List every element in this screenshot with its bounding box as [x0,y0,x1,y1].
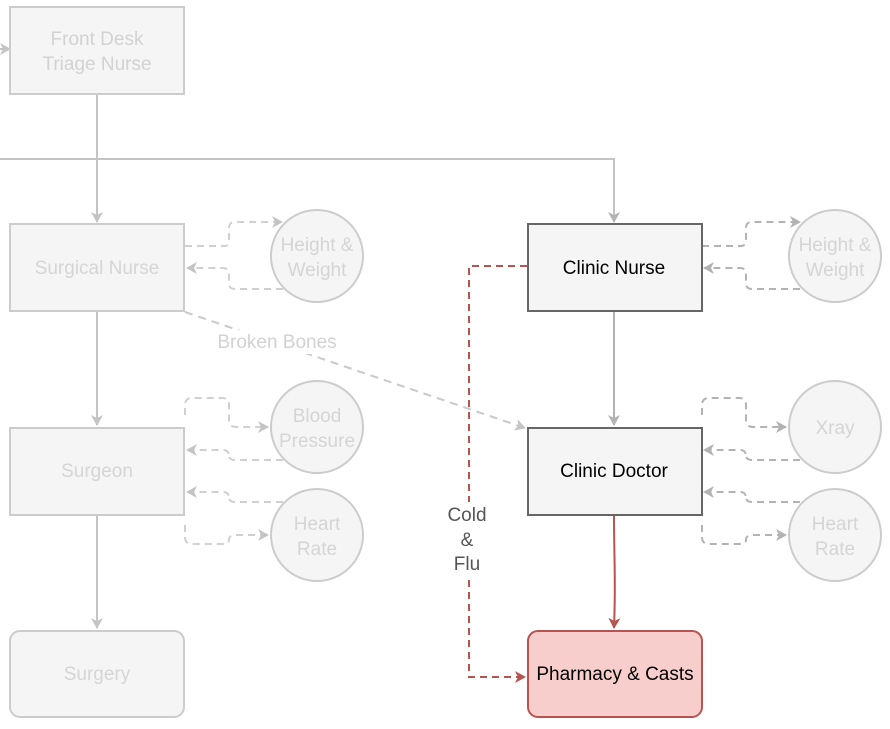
edge-height-weight-to-surgical-nurse [186,262,283,290]
node-surgeon-heart-rate[interactable]: Heart Rate [270,488,364,582]
node-label: Surgeon [61,461,133,482]
cold-flu-label-line: Flu [454,554,480,575]
cold-flu-label-bg [444,502,492,576]
node-label: Triage Nurse [42,54,151,75]
node-clinic-nurse[interactable]: Clinic Nurse [527,223,703,312]
node-surgical-height-weight[interactable]: Height & Weight [270,209,364,303]
node-clinic-height-weight[interactable]: Height & Weight [788,209,882,303]
node-label: Blood [293,406,342,427]
node-label: Heart [812,514,859,535]
node-label: Surgery [64,664,131,685]
edge-surgeon-to-blood-pressure [184,397,269,433]
node-label: Clinic Nurse [563,258,665,279]
edge-xray-to-clinic-doctor [703,444,800,461]
cold-flu-label-line: Cold [447,505,486,526]
edge-surgical-nurse-to-height-weight [185,216,283,247]
node-pharmacy-casts[interactable]: Pharmacy & Casts [527,630,703,718]
node-label: Weight [806,260,866,281]
edge-clinic-nurse-to-height-weight [702,216,801,247]
node-label: Weight [288,260,348,281]
node-label: Pressure [279,431,355,452]
edge-height-weight-to-clinic-nurse [703,262,800,290]
node-clinic-doctor[interactable]: Clinic Doctor [527,427,703,516]
node-label: Rate [297,539,337,560]
node-surgeon[interactable]: Surgeon [9,427,185,516]
node-blood-pressure[interactable]: Blood Pressure [270,380,364,474]
node-label: Clinic Doctor [560,461,668,482]
node-front-desk-triage-nurse[interactable]: Front Desk Triage Nurse [9,6,185,95]
node-label: Height & [281,235,354,256]
broken-bones-label: Broken Bones [217,332,336,353]
node-label: Surgical Nurse [35,258,160,279]
node-label: Heart [294,514,341,535]
edge-heart-rate-to-clinic-doctor [703,486,800,503]
edge-heart-rate-to-surgeon [186,486,283,503]
edge-clinic-doctor-to-pharmacy [608,514,621,629]
node-xray[interactable]: Xray [788,380,882,474]
node-label: Rate [815,539,855,560]
edge-blood-pressure-to-surgeon [186,444,283,461]
node-label: Front Desk [51,29,144,50]
node-label: Pharmacy & Casts [536,664,693,685]
edge-clinic-doctor-to-heart-rate [701,525,787,545]
broken-bones-label-bg [208,330,344,354]
cold-flu-label-line: & [461,530,474,551]
node-surgery[interactable]: Surgery [9,630,185,718]
edge-surgeon-to-heart-rate [184,525,269,545]
node-clinic-heart-rate[interactable]: Heart Rate [788,488,882,582]
edge-clinic-doctor-to-xray [701,397,787,433]
node-label: Xray [815,418,855,439]
edge-front-desk-to-clinic-nurse [0,158,620,223]
node-label: Height & [799,235,872,256]
node-surgical-nurse[interactable]: Surgical Nurse [9,223,185,312]
edge-cold-flu [468,265,527,683]
